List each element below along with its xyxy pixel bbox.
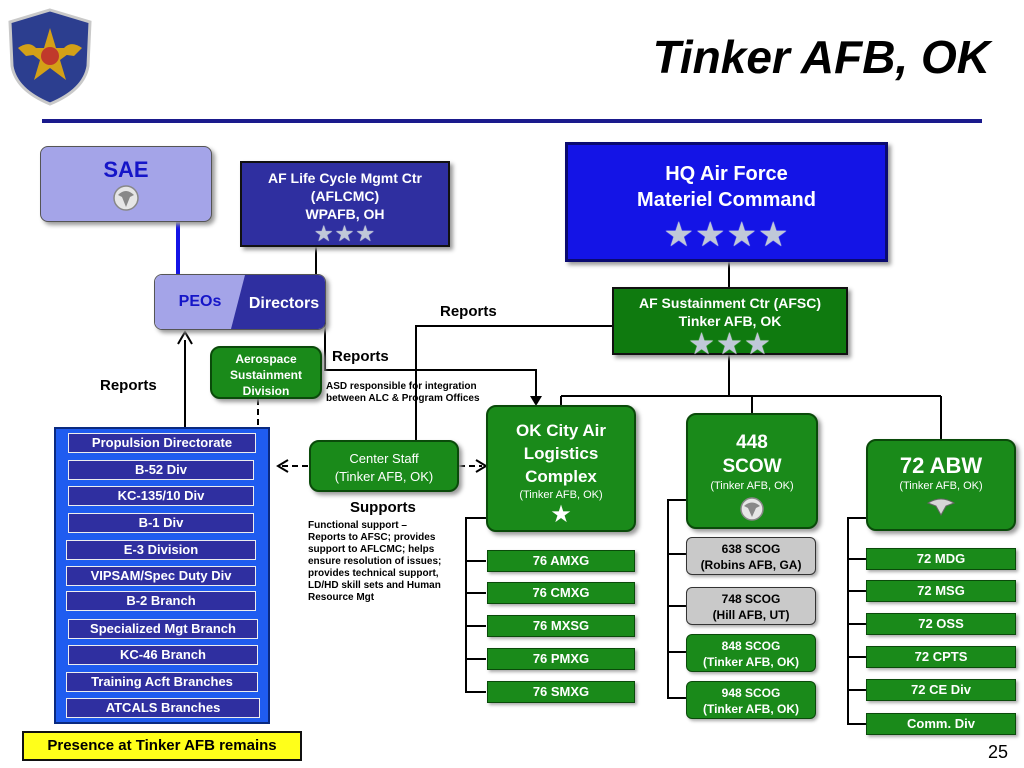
sae-box: SAE — [40, 146, 212, 222]
abw-location: (Tinker AFB, OK) — [899, 480, 983, 492]
okc-unit: 76 CMXG — [487, 582, 635, 604]
abw-unit: 72 CPTS — [866, 646, 1016, 668]
supports-note: Functional support – Reports to AFSC; pr… — [308, 520, 468, 604]
reports-label-mid: Reports — [332, 348, 389, 365]
afsc-line1: AF Sustainment Ctr (AFSC) — [639, 295, 821, 311]
scog-box: 848 SCOG (Tinker AFB, OK) — [686, 634, 816, 672]
asd-box: Aerospace Sustainment Division — [210, 346, 322, 399]
aflcmc-line3: WPAFB, OH — [305, 206, 385, 222]
supports-note-line: support to AFLCMC; helps — [308, 544, 435, 555]
directorate-item: B-1 Div — [68, 513, 254, 533]
three-star-icon: ★★★ — [313, 221, 377, 246]
asd-line1: Aerospace — [235, 352, 297, 366]
hq-line2: Materiel Command — [637, 189, 816, 211]
directorate-item: Specialized Mgt Branch — [68, 619, 258, 639]
abw-unit: 72 MSG — [866, 580, 1016, 602]
directorate-item: E-3 Division — [66, 540, 256, 560]
aflcmc-box: AF Life Cycle Mgmt Ctr (AFLCMC) WPAFB, O… — [240, 161, 450, 247]
scog-location: (Tinker AFB, OK) — [702, 655, 799, 669]
scog-location: (Hill AFB, UT) — [712, 608, 790, 622]
abw-line1: 72 ABW — [899, 453, 983, 478]
center-staff-line1: Center Staff — [349, 451, 419, 466]
scog-location: (Robins AFB, GA) — [700, 558, 802, 572]
peos-directors-box: PEOs Directors — [154, 274, 326, 330]
directorate-item: Training Acft Branches — [66, 672, 258, 692]
abw-unit: Comm. Div — [866, 713, 1016, 735]
eagle-seal-icon — [740, 497, 764, 521]
directorate-item: Propulsion Directorate — [68, 433, 256, 453]
title-divider — [42, 119, 982, 123]
okc-location: (Tinker AFB, OK) — [519, 489, 603, 501]
directorate-item: VIPSAM/Spec Duty Div — [66, 566, 256, 586]
okc-alc-box: OK City Air Logistics Complex (Tinker AF… — [486, 405, 636, 532]
scog-name: 748 SCOG — [721, 592, 781, 606]
reports-label-left: Reports — [100, 377, 157, 394]
scog-name: 638 SCOG — [721, 542, 781, 556]
okc-unit: 76 MXSG — [487, 615, 635, 637]
okc-unit: 76 PMXG — [487, 648, 635, 670]
asd-note-line1: ASD responsible for integration — [326, 381, 477, 392]
supports-note-line: ensure resolution of issues; — [308, 556, 442, 567]
afsc-line2: Tinker AFB, OK — [678, 313, 782, 329]
asd-line2: Sustainment — [229, 368, 302, 382]
scog-box: 638 SCOG (Robins AFB, GA) — [686, 537, 816, 575]
directors-label: Directors — [231, 275, 325, 329]
eagle-insignia-icon — [926, 498, 956, 517]
scog-box: 948 SCOG (Tinker AFB, OK) — [686, 681, 816, 719]
scog-name: 948 SCOG — [721, 686, 781, 700]
sae-label: SAE — [103, 157, 149, 182]
okc-line3: Complex — [525, 467, 597, 486]
asd-line3: Division — [242, 384, 290, 398]
three-star-icon: ★★★ — [688, 328, 772, 361]
asd-note-line2: between ALC & Program Offices — [326, 393, 480, 404]
okc-unit: 76 AMXG — [487, 550, 635, 572]
scow-line1: 448 — [736, 432, 768, 453]
eagle-seal-icon — [113, 185, 139, 211]
one-star-icon: ★ — [550, 501, 572, 528]
directorate-item: ATCALS Branches — [66, 698, 260, 718]
abw-unit: 72 CE Div — [866, 679, 1016, 701]
center-staff-line2: (Tinker AFB, OK) — [334, 469, 434, 484]
center-staff-box: Center Staff (Tinker AFB, OK) — [309, 440, 459, 492]
hq-line1: HQ Air Force — [665, 163, 788, 185]
supports-note-line: Reports to AFSC; provides — [308, 532, 436, 543]
supports-note-line: LD/HD skill sets and Human — [308, 580, 441, 591]
okc-line2: Logistics — [523, 444, 599, 463]
scog-name: 848 SCOG — [721, 639, 781, 653]
four-star-icon: ★★★★ — [663, 216, 790, 254]
scog-location: (Tinker AFB, OK) — [702, 702, 799, 716]
scog-box: 748 SCOG (Hill AFB, UT) — [686, 587, 816, 625]
abw-unit: 72 MDG — [866, 548, 1016, 570]
directorate-item: KC-135/10 Div — [68, 486, 254, 506]
okc-unit: 76 SMXG — [487, 681, 635, 703]
supports-note-line: Functional support – — [308, 520, 407, 531]
scow-location: (Tinker AFB, OK) — [710, 480, 794, 492]
aflcmc-line2: (AFLCMC) — [310, 188, 380, 204]
directorate-item: KC-46 Branch — [68, 645, 258, 665]
scow-box: 448 SCOW (Tinker AFB, OK) — [686, 413, 818, 529]
abw-box: 72 ABW (Tinker AFB, OK) — [866, 439, 1016, 531]
supports-note-line: provides technical support, — [308, 568, 439, 579]
hq-afmc-box: HQ Air Force Materiel Command ★★★★ — [565, 142, 888, 262]
supports-label: Supports — [350, 499, 416, 516]
presence-banner: Presence at Tinker AFB remains — [22, 731, 302, 761]
abw-unit: 72 OSS — [866, 613, 1016, 635]
peos-label: PEOs — [155, 275, 245, 329]
page-number: 25 — [987, 742, 1008, 762]
afsc-box: AF Sustainment Ctr (AFSC) Tinker AFB, OK… — [612, 287, 848, 360]
directorate-item: B-2 Branch — [66, 591, 256, 611]
afmc-shield-logo — [8, 8, 92, 106]
supports-note-line: Resource Mgt — [308, 592, 375, 603]
okc-line1: OK City Air — [515, 421, 607, 440]
reports-label-top: Reports — [440, 303, 497, 320]
aflcmc-line1: AF Life Cycle Mgmt Ctr — [267, 170, 422, 186]
directorate-item: B-52 Div — [68, 460, 254, 480]
scow-line2: SCOW — [722, 456, 782, 477]
page-title: Tinker AFB, OK — [652, 31, 990, 83]
